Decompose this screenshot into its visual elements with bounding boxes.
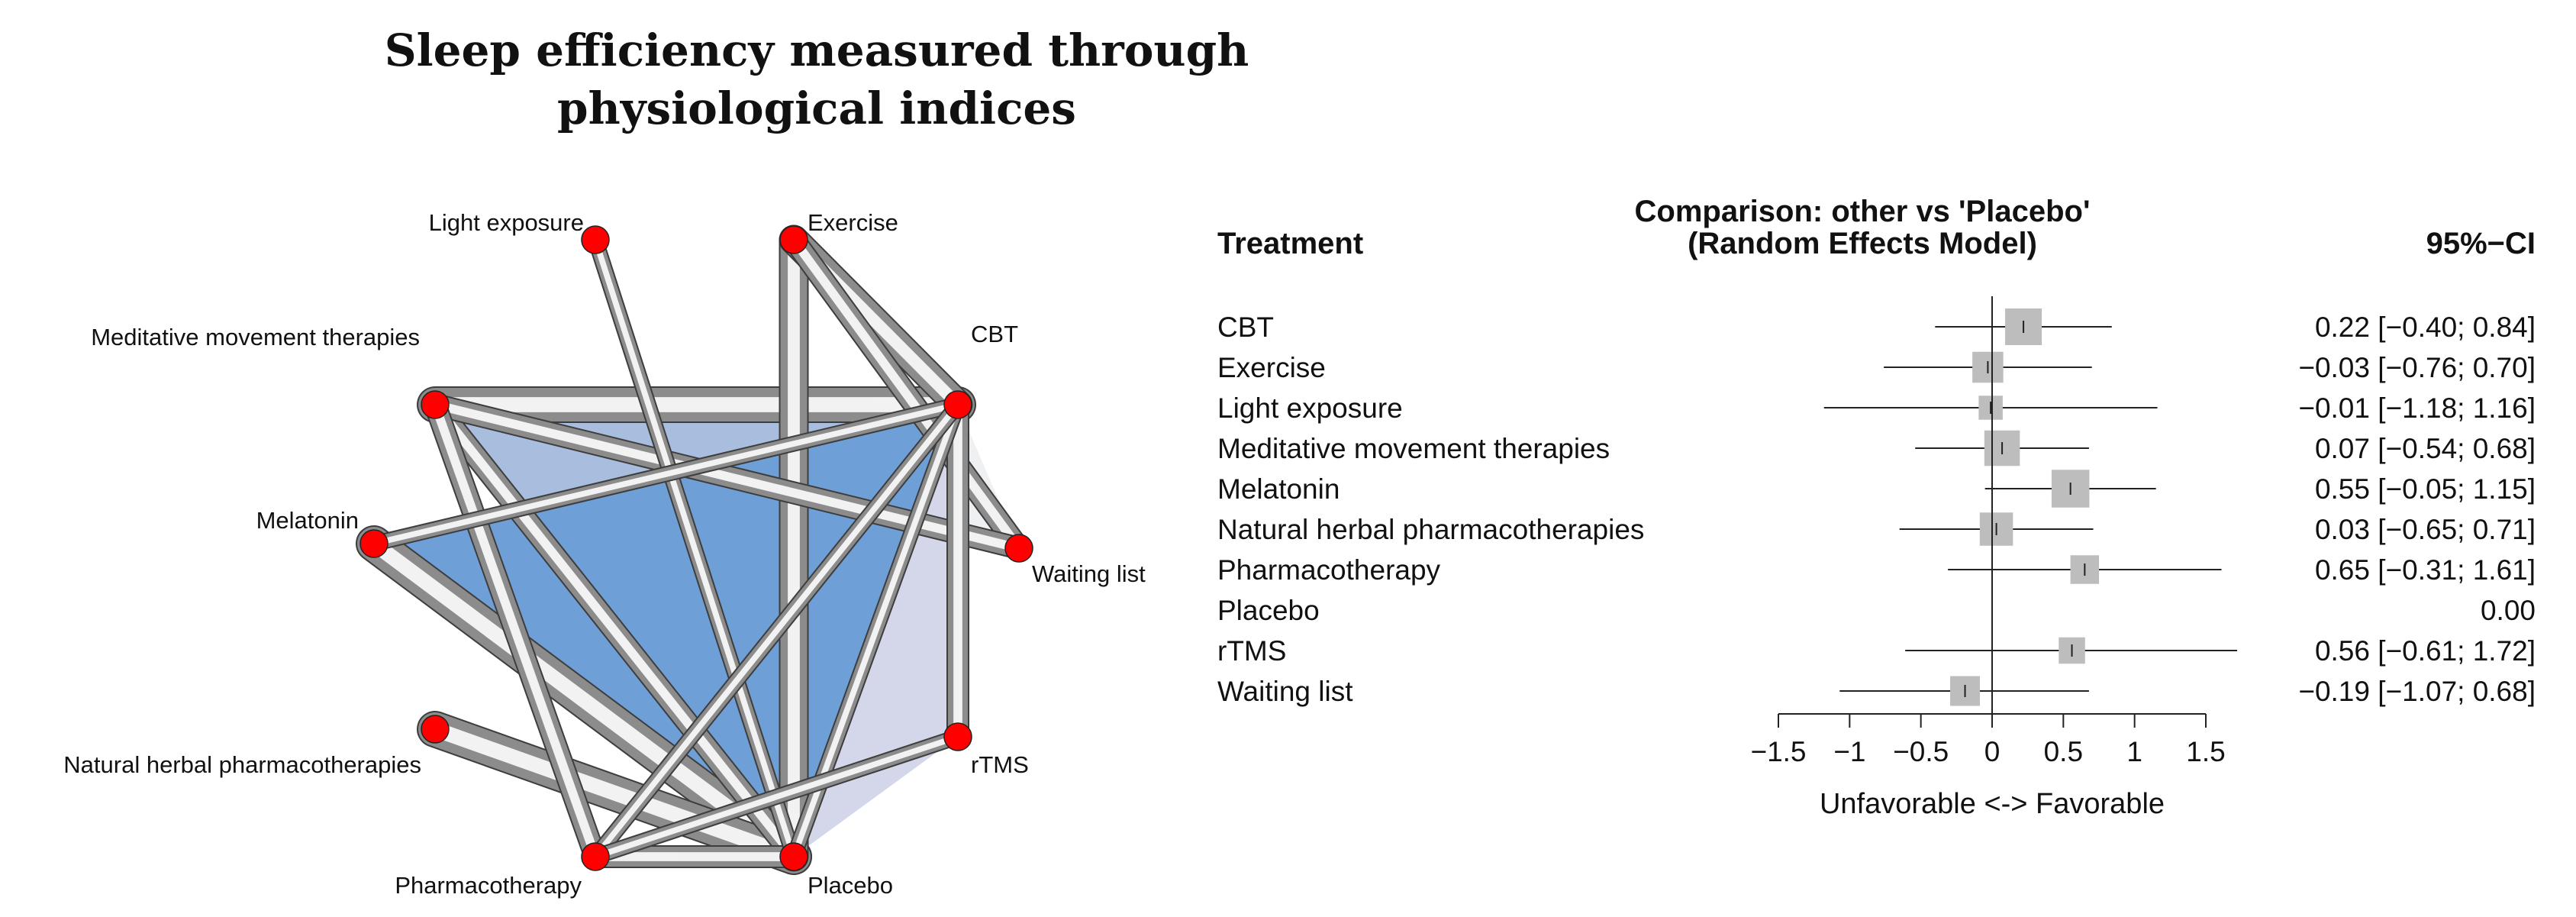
forest-row-waiting-list: Waiting list −0.19 [−1.07; 0.68] — [1217, 676, 2536, 707]
forest-row-natural-herbal-pharmacotherapies: Natural herbal pharmacotherapies 0.03 [−0… — [1217, 512, 2536, 546]
network-node-meditative-movement-therapies — [421, 390, 450, 419]
forest-row-placebo: Placebo 0.00 — [1217, 595, 2536, 626]
x-axis-label: Unfavorable <-> Favorable — [1820, 788, 2165, 820]
network-label-melatonin: Melatonin — [256, 507, 359, 534]
network-label-exercise: Exercise — [808, 209, 898, 236]
treatment-label: Light exposure — [1217, 392, 1403, 424]
chart-title-line-2: physiological indices — [557, 82, 1076, 134]
x-tick-label: −1 — [1833, 736, 1865, 767]
network-edge-meditative-movement-therapies-placebo — [424, 393, 805, 868]
network-node-placebo — [779, 842, 808, 871]
effect-ci-text: −0.03 [−0.76; 0.70] — [2298, 352, 2536, 383]
network-label-natural-herbal-pharmacotherapies: Natural herbal pharmacotherapies — [63, 751, 421, 778]
network-node-natural-herbal-pharmacotherapies — [421, 715, 450, 744]
effect-ci-text: −0.01 [−1.18; 1.16] — [2298, 392, 2536, 424]
forest-row-rtms: rTMS 0.56 [−0.61; 1.72] — [1217, 635, 2536, 667]
network-edges — [356, 224, 1030, 875]
network-node-melatonin — [359, 529, 388, 558]
effect-ci-text: 0.55 [−0.05; 1.15] — [2315, 473, 2536, 505]
network-node-pharmacotherapy — [581, 842, 610, 871]
effect-ci-text: 0.03 [−0.65; 0.71] — [2315, 514, 2536, 545]
network-node-waiting-list — [1004, 534, 1033, 563]
effect-ci-text: 0.56 [−0.61; 1.72] — [2315, 635, 2536, 667]
network-edge-exercise-waiting-list — [782, 228, 1030, 560]
header-ci: 95%−CI — [2426, 227, 2536, 260]
treatment-label: CBT — [1217, 312, 1274, 343]
header-comparison-line-1: Comparison: other vs 'Placebo' — [1635, 195, 2091, 228]
forest-row-exercise: Exercise −0.03 [−0.76; 0.70] — [1217, 351, 2536, 383]
network-edge-meditative-movement-therapies-pharmacotherapy — [424, 393, 607, 868]
x-tick-label: 0.5 — [2044, 736, 2083, 767]
effect-ci-text: 0.00 — [2481, 595, 2536, 626]
treatment-label: Melatonin — [1217, 473, 1340, 505]
network-node-rtms — [943, 722, 972, 751]
forest-axis: −1.5 −1 −0.5 0 0.5 1 1.5 — [1750, 296, 2226, 767]
effect-ci-text: 0.07 [−0.54; 0.68] — [2315, 433, 2536, 464]
network-edge-light-exposure-placebo — [587, 231, 802, 865]
forest-row-meditative-movement-therapies: Meditative movement therapies 0.07 [−0.54… — [1217, 430, 2536, 467]
network-edge-natural-herbal-pharmacotherapies-placebo — [417, 711, 812, 875]
effect-ci-text: 0.65 [−0.31; 1.61] — [2315, 554, 2536, 586]
forest-row-pharmacotherapy: Pharmacotherapy 0.65 [−0.31; 1.61] — [1217, 554, 2536, 586]
network-label-cbt: CBT — [971, 321, 1018, 347]
effect-ci-text: −0.19 [−1.07; 0.68] — [2298, 676, 2536, 707]
forest-row-cbt: CBT 0.22 [−0.40; 0.84] — [1217, 308, 2536, 345]
treatment-label: Natural herbal pharmacotherapies — [1217, 514, 1644, 545]
network-node-exercise — [779, 225, 808, 254]
network-label-light-exposure: Light exposure — [429, 209, 584, 236]
forest-rows: CBT 0.22 [−0.40; 0.84] Exercise −0.03 [−0.7… — [1217, 308, 2536, 707]
forest-plot: Treatment Comparison: other vs 'Placebo'… — [1217, 195, 2536, 820]
x-tick-label: 0 — [1984, 736, 2001, 767]
treatment-label: Exercise — [1217, 352, 1326, 383]
treatment-label: rTMS — [1217, 635, 1286, 667]
forest-row-light-exposure: Light exposure −0.01 [−1.18; 1.16] — [1217, 392, 2536, 424]
treatment-label: Pharmacotherapy — [1217, 554, 1441, 586]
forest-row-melatonin: Melatonin 0.55 [−0.05; 1.15] — [1217, 470, 2536, 508]
x-tick-label: 1.5 — [2186, 736, 2225, 767]
network-edge-cbt-pharmacotherapy — [587, 396, 966, 865]
network-edge-rtms-pharmacotherapy — [587, 728, 966, 865]
x-tick-label: −1.5 — [1750, 736, 1806, 767]
network-nodes — [359, 225, 1033, 871]
treatment-label: Meditative movement therapies — [1217, 433, 1610, 464]
network-label-waiting-list: Waiting list — [1032, 560, 1146, 587]
treatment-label: Placebo — [1217, 595, 1320, 626]
network-label-pharmacotherapy: Pharmacotherapy — [395, 872, 582, 899]
header-comparison-line-2: (Random Effects Model) — [1688, 227, 2037, 260]
chart-title-line-1: Sleep efficiency measured through — [384, 24, 1249, 76]
network-label-rtms: rTMS — [971, 751, 1029, 778]
network-node-light-exposure — [581, 225, 610, 254]
header-treatment: Treatment — [1217, 227, 1363, 260]
x-tick-label: −0.5 — [1893, 736, 1949, 767]
network-edge-melatonin-placebo — [356, 525, 812, 875]
network-label-meditative-movement-therapies: Meditative movement therapies — [91, 324, 420, 350]
network-node-cbt — [943, 390, 972, 419]
treatment-label: Waiting list — [1217, 676, 1353, 707]
x-tick-label: 1 — [2126, 736, 2142, 767]
chart-title: Sleep efficiency measured through physio… — [0, 21, 1633, 137]
effect-ci-text: 0.22 [−0.40; 0.84] — [2315, 312, 2536, 343]
network-edge-melatonin-cbt — [366, 396, 966, 552]
network-label-placebo: Placebo — [808, 872, 893, 899]
